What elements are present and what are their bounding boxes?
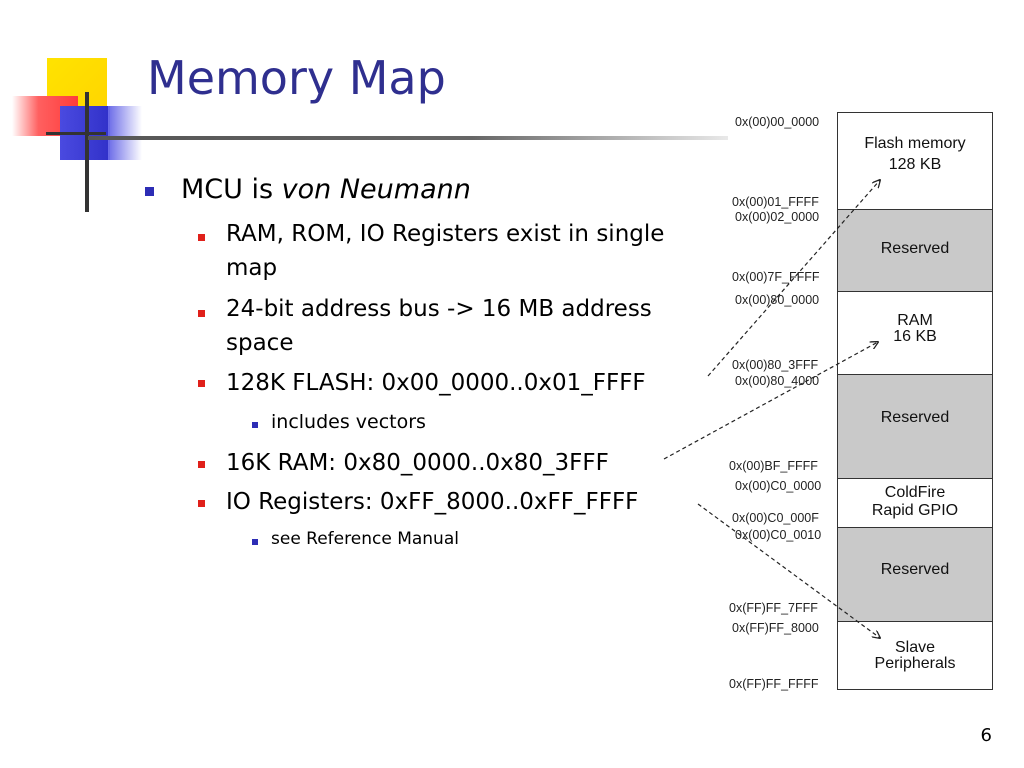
bullet-item-flash: 128K FLASH: 0x00_0000..0x01_FFFF [226, 370, 646, 396]
addr-reserved2-end: 0x(00)BF_FFFF [729, 459, 818, 473]
addr-flash-start: 0x(00)00_0000 [735, 115, 820, 129]
addr-gpio-end: 0x(00)C0_000F [732, 511, 819, 525]
addr-reserved2-start: 0x(00)80_4000 [735, 374, 820, 388]
region-flash-label2: 128 KB [888, 156, 942, 173]
addr-reserved1-start: 0x(00)02_0000 [735, 210, 820, 224]
region-peripherals: Slave Peripherals [837, 621, 993, 690]
bullet-item-address-bus: 24-bit address bus -> 16 MB address spac… [226, 296, 652, 356]
bullet-l1: MCU is von Neumann [181, 172, 471, 208]
region-ram: RAM 16 KB [837, 291, 993, 375]
region-flash: Flash memory 128 KB [837, 112, 993, 210]
logo-horizontal-line [46, 132, 106, 135]
addr-ram-end: 0x(00)80_3FFF [732, 358, 819, 372]
bullet-square-l2 [198, 500, 205, 507]
region-flash-label1: Flash memory [864, 135, 966, 152]
bullet-l1-text: MCU is [181, 174, 282, 205]
slide-title: Memory Map [147, 51, 446, 105]
arrow-io [697, 503, 880, 638]
region-gpio: ColdFire Rapid GPIO [837, 478, 993, 528]
region-reserved-2-label: Reserved [880, 409, 950, 426]
page-number: 6 [980, 725, 992, 746]
arrow-ram [663, 342, 878, 460]
addr-ram-start: 0x(00)80_0000 [735, 293, 820, 307]
region-reserved-1-label: Reserved [880, 240, 950, 257]
region-gpio-label2: Rapid GPIO [871, 502, 959, 519]
region-gpio-label1: ColdFire [884, 484, 946, 501]
region-peripherals-label1: Slave [894, 639, 936, 656]
addr-flash-end: 0x(00)01_FFFF [732, 195, 819, 209]
bullet-sub-reference-manual: see Reference Manual [271, 529, 459, 549]
bullet-square-l2 [198, 234, 205, 241]
region-ram-label1: RAM [897, 312, 933, 329]
title-underline [88, 136, 728, 140]
addr-reserved3-end: 0x(FF)FF_7FFF [729, 601, 818, 615]
arrow-flash [707, 180, 880, 377]
logo-blue-fade [108, 106, 142, 160]
bullet-sub-vectors: includes vectors [271, 411, 426, 433]
region-reserved-3: Reserved [837, 527, 993, 622]
addr-gpio-start: 0x(00)C0_0000 [735, 479, 822, 493]
bullet-l1-italic: von Neumann [281, 174, 471, 205]
bullet-item-io-registers: IO Registers: 0xFF_8000..0xFF_FFFF [226, 489, 639, 515]
bullet-item-ram-rom-io: RAM, ROM, IO Registers exist in single m… [226, 221, 665, 281]
region-reserved-3-label: Reserved [880, 561, 950, 578]
bullet-square-l3 [252, 422, 258, 428]
region-reserved-2: Reserved [837, 374, 993, 479]
bullet-square-l1 [145, 187, 154, 196]
bullet-square-l2 [198, 310, 205, 317]
addr-peripherals-end: 0x(FF)FF_FFFF [729, 677, 819, 691]
bullet-square-l2 [198, 461, 205, 468]
region-peripherals-label2: Peripherals [874, 655, 956, 672]
region-ram-label2: 16 KB [893, 328, 937, 345]
addr-peripherals-start: 0x(FF)FF_8000 [732, 621, 819, 635]
bullet-square-l2 [198, 380, 205, 387]
logo-vertical-line [85, 92, 89, 212]
addr-reserved3-start: 0x(00)C0_0010 [735, 528, 822, 542]
bullet-item-ram: 16K RAM: 0x80_0000..0x80_3FFF [226, 450, 609, 476]
bullet-square-l3 [252, 539, 258, 545]
region-reserved-1: Reserved [837, 209, 993, 292]
